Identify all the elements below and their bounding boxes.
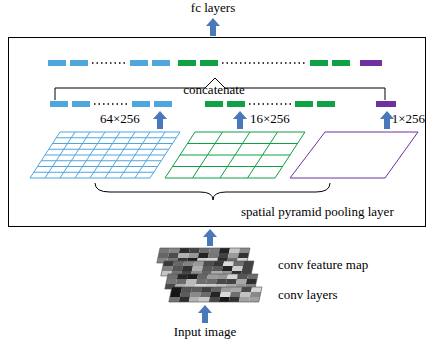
dimension-label: 16×256 <box>250 112 290 127</box>
feature-segment <box>154 101 172 107</box>
feature-segment <box>317 101 335 107</box>
feature-segment <box>200 60 218 66</box>
feature-segment <box>376 101 396 107</box>
feature-map-label: conv feature map <box>278 258 368 273</box>
feature-segment <box>72 101 90 107</box>
pooling-layer-box: concatenate spatial pyramid pooling layer <box>8 37 426 227</box>
concat-brace <box>55 78 385 100</box>
feature-segment <box>48 60 66 66</box>
feature-segment <box>152 60 170 66</box>
output-arrow <box>206 18 220 36</box>
input-label: Input image <box>174 325 236 340</box>
ellipsis-dots <box>249 103 291 105</box>
pyramid-brace <box>95 183 330 200</box>
node-heading: concatenate <box>183 83 244 98</box>
feature-segment <box>295 101 313 107</box>
feature-segment <box>178 60 196 66</box>
up-arrow <box>153 111 167 129</box>
ellipsis-dots <box>222 62 306 64</box>
grid-1x1 <box>290 132 418 178</box>
node-label: spatial pyramid pooling layer <box>241 205 394 220</box>
feature-segment <box>130 60 148 66</box>
grid-8x8 <box>30 132 180 178</box>
ellipsis-dots <box>92 62 126 64</box>
grid-4x4 <box>165 132 305 178</box>
input-arrow <box>198 305 212 323</box>
feature-segment <box>332 60 350 66</box>
conv-label: conv layers <box>278 288 338 303</box>
ellipsis-dots <box>94 103 128 105</box>
feature-segment <box>360 60 382 66</box>
up-arrow <box>233 111 247 129</box>
feature-segment <box>70 60 88 66</box>
dimension-label: 1×256 <box>392 112 425 127</box>
feature-arrow <box>203 229 217 246</box>
feature-map-layer <box>169 287 262 302</box>
output-label: fc layers <box>191 1 235 16</box>
dimension-label: 64×256 <box>100 112 140 127</box>
feature-segment <box>310 60 328 66</box>
feature-segment <box>50 101 68 107</box>
feature-segment <box>227 101 245 107</box>
feature-segment <box>205 101 223 107</box>
feature-segment <box>132 101 150 107</box>
